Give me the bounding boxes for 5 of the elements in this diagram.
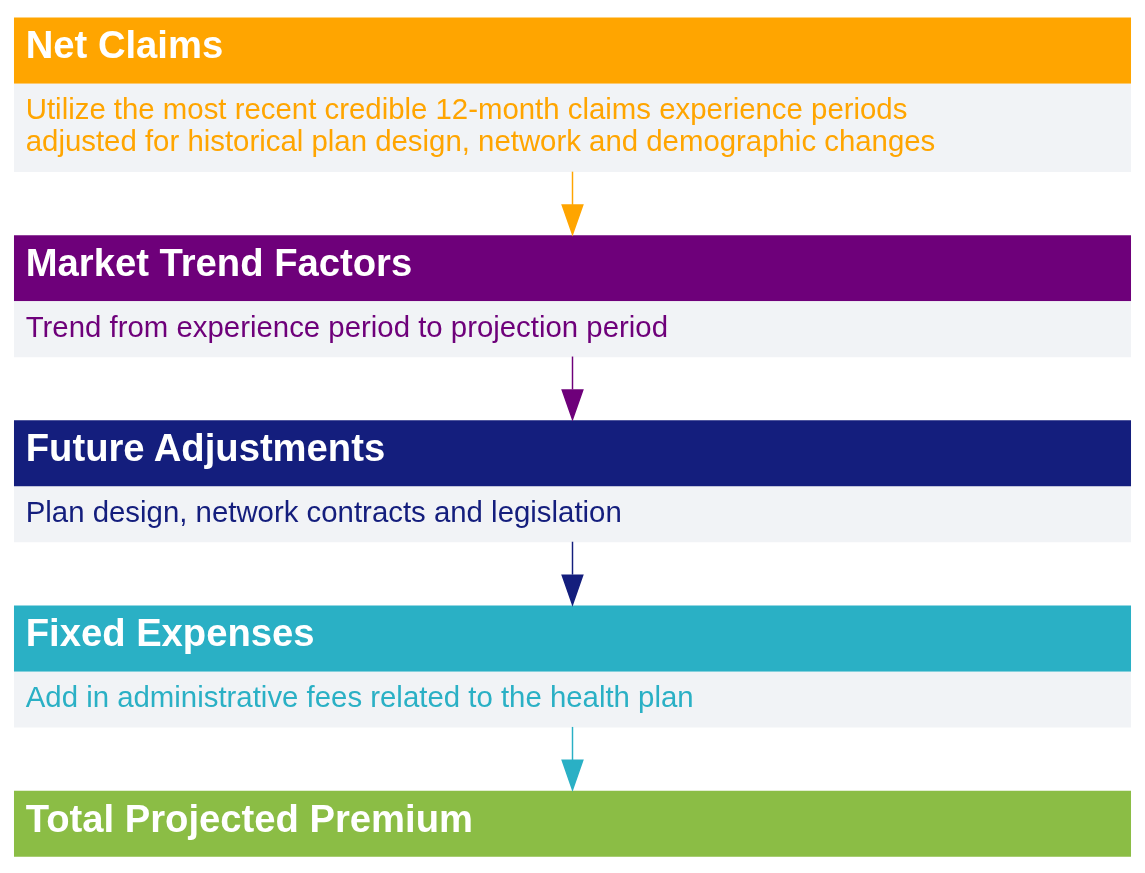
node-box: Total Projected Premium [14, 790, 1131, 857]
arrow [561, 541, 584, 607]
arrow [561, 726, 584, 792]
arrow [561, 355, 584, 422]
arrow [561, 170, 584, 237]
